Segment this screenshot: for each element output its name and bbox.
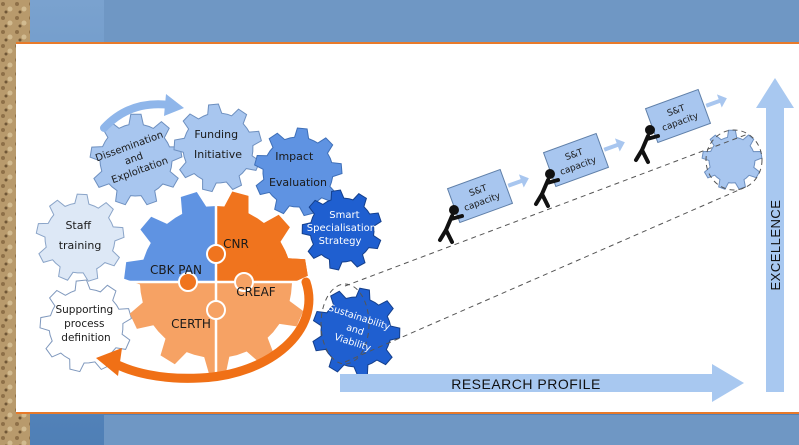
puzzle-knob [178, 272, 198, 292]
top-banner [104, 0, 799, 42]
cycle-arrow-top-head [164, 94, 184, 116]
excellence-label: EXCELLENCE [768, 200, 783, 291]
climber-figure-2 [534, 169, 560, 208]
gear-supporting-process [39, 279, 132, 373]
partner-cbk-pan: CBK PAN [150, 263, 202, 277]
capacity-arrow [603, 138, 625, 152]
gear-end [701, 129, 763, 190]
puzzle-knob [234, 272, 254, 292]
gear-dissemination [89, 113, 183, 206]
smart-specialisation-label: Smart Specialisation Strategy [307, 210, 380, 247]
funding-initiative-label: Funding Initiative [194, 128, 242, 161]
capacity-arrow [507, 174, 529, 188]
bottom-banner [104, 415, 799, 445]
cycle-arrow-top [100, 100, 174, 132]
puzzle-knob [206, 300, 226, 320]
climber-figure-1 [438, 205, 464, 244]
research-profile-label: RESEARCH PROFILE [451, 376, 601, 392]
capacity-arrow [705, 94, 727, 108]
puzzle-knob [206, 244, 226, 264]
partner-certh: CERTH [171, 317, 211, 331]
climber-figure-3 [634, 125, 660, 164]
labels: Dissemination and Exploitation Funding I… [55, 128, 391, 354]
dashed-start-ellipse [320, 283, 370, 365]
excellence-axis: EXCELLENCE [756, 78, 794, 392]
gear-impact-evaluation [254, 127, 343, 217]
gear-funding-initiative [173, 103, 262, 193]
partner-cnr: CNR [223, 237, 249, 251]
dashed-lower-line [344, 185, 749, 363]
gear-smart-specialisation [301, 189, 382, 271]
supporting-process-label: Supporting process definition [55, 304, 116, 344]
impact-evaluation-label: Impact Evaluation [269, 150, 327, 189]
climbers [438, 125, 660, 244]
orange-return-arrow-head [96, 348, 122, 376]
research-profile-axis: RESEARCH PROFILE [340, 364, 744, 402]
staff-training-label: Staff training [59, 219, 102, 252]
orange-return-arrow [107, 277, 314, 383]
gear-staff-training [35, 193, 125, 282]
partner-creaf: CREAF [236, 285, 276, 299]
dashed-end-ellipse [705, 129, 763, 191]
